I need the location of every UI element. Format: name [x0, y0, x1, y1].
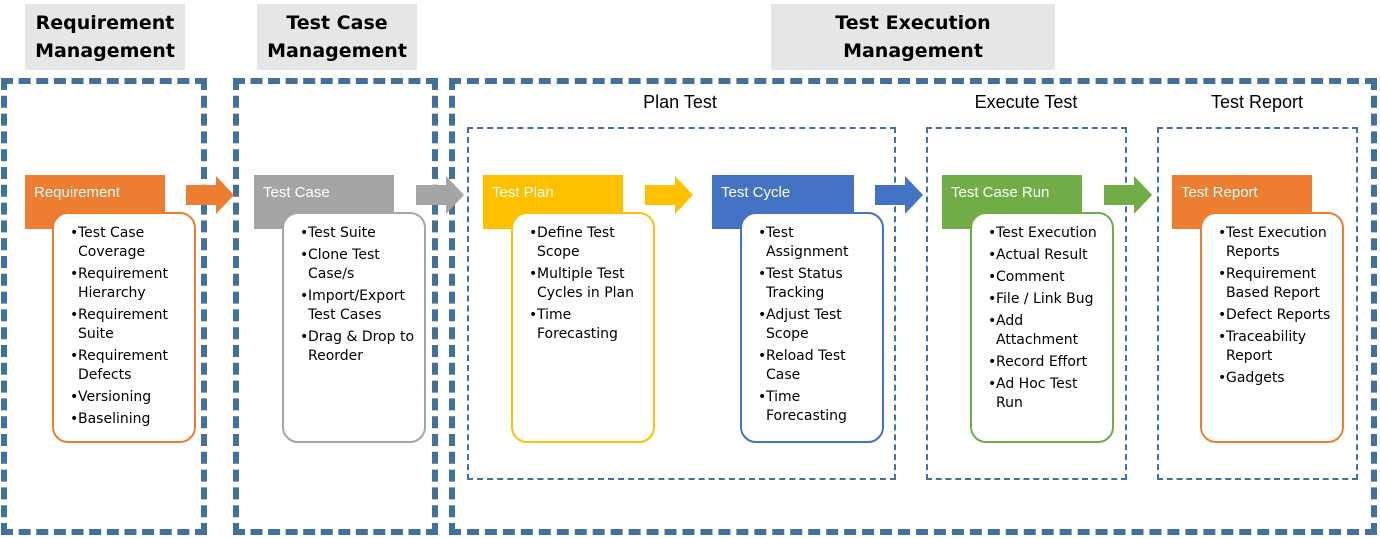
arrow-right-icon — [416, 176, 464, 214]
list-item: Requirement Suite — [70, 306, 188, 344]
header-line-2: Management — [35, 40, 175, 62]
header-line-2: Management — [267, 40, 407, 62]
list-item: Traceability Report — [1218, 328, 1336, 366]
list-item: Defect Reports — [1218, 306, 1336, 325]
list-item: Import/Export Test Cases — [300, 287, 418, 325]
list-item: Test Case Coverage — [70, 224, 188, 262]
list-item: Time Forecasting — [529, 306, 647, 344]
stage-card-test-report: Test Execution Reports Requirement Based… — [1200, 212, 1344, 443]
subsection-test-report — [1157, 127, 1358, 480]
list-item: Test Suite — [300, 224, 418, 243]
stage-card-test-case: Test Suite Clone Test Case/s Import/Expo… — [282, 212, 426, 443]
list-item: Test Execution Reports — [1218, 224, 1336, 262]
list-item: Versioning — [70, 388, 188, 407]
list-item: Adjust Test Scope — [758, 306, 876, 344]
stage-tag-label: Test Plan — [492, 184, 554, 201]
list-item: Requirement Based Report — [1218, 265, 1336, 303]
list-item: Test Execution — [988, 224, 1106, 243]
arrow-right-icon — [186, 176, 234, 214]
stage-card-test-plan: Define Test Scope Multiple Test Cycles i… — [511, 212, 655, 443]
stage-card-test-case-run: Test Execution Actual Result Comment Fil… — [970, 212, 1114, 443]
header-line-1: Test Execution — [835, 12, 991, 34]
stage-tag-label: Test Report — [1181, 184, 1258, 201]
header-line-1: Requirement — [35, 12, 175, 34]
subsection-execute-test — [926, 127, 1127, 480]
list-item: Test Status Tracking — [758, 265, 876, 303]
list-item: Test Assignment — [758, 224, 876, 262]
list-item: Actual Result — [988, 246, 1106, 265]
list-item: Time Forecasting — [758, 388, 876, 426]
arrow-right-icon — [1104, 176, 1152, 214]
list-item: Baselining — [70, 410, 188, 429]
list-item: Comment — [988, 268, 1106, 287]
subsection-title-plan-test: Plan Test — [643, 92, 717, 112]
header-test-execution-management: Test Execution Management — [771, 4, 1055, 70]
stage-tag-label: Test Case — [263, 184, 330, 201]
header-requirement-management: Requirement Management — [25, 4, 185, 70]
list-item: Reload Test Case — [758, 347, 876, 385]
header-line-1: Test Case — [286, 12, 388, 34]
subsection-title-execute-test: Execute Test — [974, 92, 1078, 112]
list-item: Add Attachment — [988, 312, 1106, 350]
list-item: Record Effort — [988, 353, 1106, 372]
list-item: Drag & Drop to Reorder — [300, 328, 418, 366]
stage-tag-label: Requirement — [34, 184, 120, 201]
list-item: Ad Hoc Test Run — [988, 375, 1106, 413]
stage-tag-label: Test Cycle — [721, 184, 791, 201]
subsection-title-test-report: Test Report — [1210, 92, 1304, 112]
list-item: Requirement Hierarchy — [70, 265, 188, 303]
arrow-right-icon — [645, 176, 693, 214]
list-item: Define Test Scope — [529, 224, 647, 262]
list-item: Multiple Test Cycles in Plan — [529, 265, 647, 303]
header-line-2: Management — [843, 40, 983, 62]
stage-card-test-cycle: Test Assignment Test Status Tracking Adj… — [740, 212, 884, 443]
header-test-case-management: Test Case Management — [257, 4, 417, 70]
group-test-execution-management — [449, 78, 1377, 535]
stage-card-requirement: Test Case Coverage Requirement Hierarchy… — [52, 212, 196, 443]
arrow-right-icon — [875, 176, 923, 214]
list-item: Gadgets — [1218, 369, 1336, 388]
stage-tag-label: Test Case Run — [951, 184, 1050, 201]
group-test-case-management — [233, 78, 438, 535]
subsection-plan-test — [467, 127, 896, 480]
group-requirement-management — [1, 78, 207, 535]
list-item: File / Link Bug — [988, 290, 1106, 309]
list-item: Requirement Defects — [70, 347, 188, 385]
list-item: Clone Test Case/s — [300, 246, 418, 284]
